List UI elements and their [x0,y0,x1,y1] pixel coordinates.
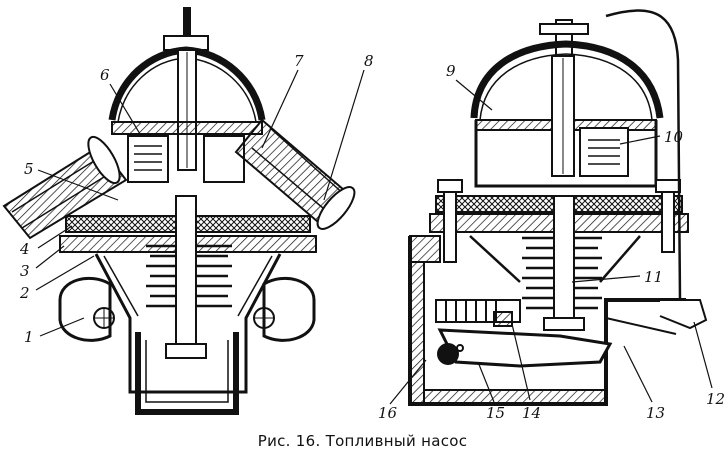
callout-7: 7 [294,52,304,70]
right-section-view [408,9,708,406]
callout-15: 15 [486,404,505,422]
callout-5: 5 [24,160,34,178]
left-section-view [2,7,356,415]
callout-13: 13 [646,404,665,422]
callout-16: 16 [378,404,398,422]
callout-1: 1 [24,328,34,346]
callout-6: 6 [100,66,110,84]
callout-2: 2 [19,284,30,302]
figure-caption: Рис. 16. Топливный насос [257,432,468,450]
left-callout-leaders [35,69,365,337]
callout-10: 10 [664,128,684,146]
right-callout-leaders [389,79,713,405]
callout-4: 4 [19,240,30,258]
callout-14: 14 [522,404,541,422]
callout-12: 12 [706,390,725,408]
callout-8: 8 [364,52,374,70]
callout-9: 9 [446,62,456,80]
callout-labels: 1 2 3 4 5 6 7 8 9 10 11 12 13 14 15 16 [19,52,725,422]
callout-3: 3 [20,262,30,280]
callout-11: 11 [644,268,663,286]
